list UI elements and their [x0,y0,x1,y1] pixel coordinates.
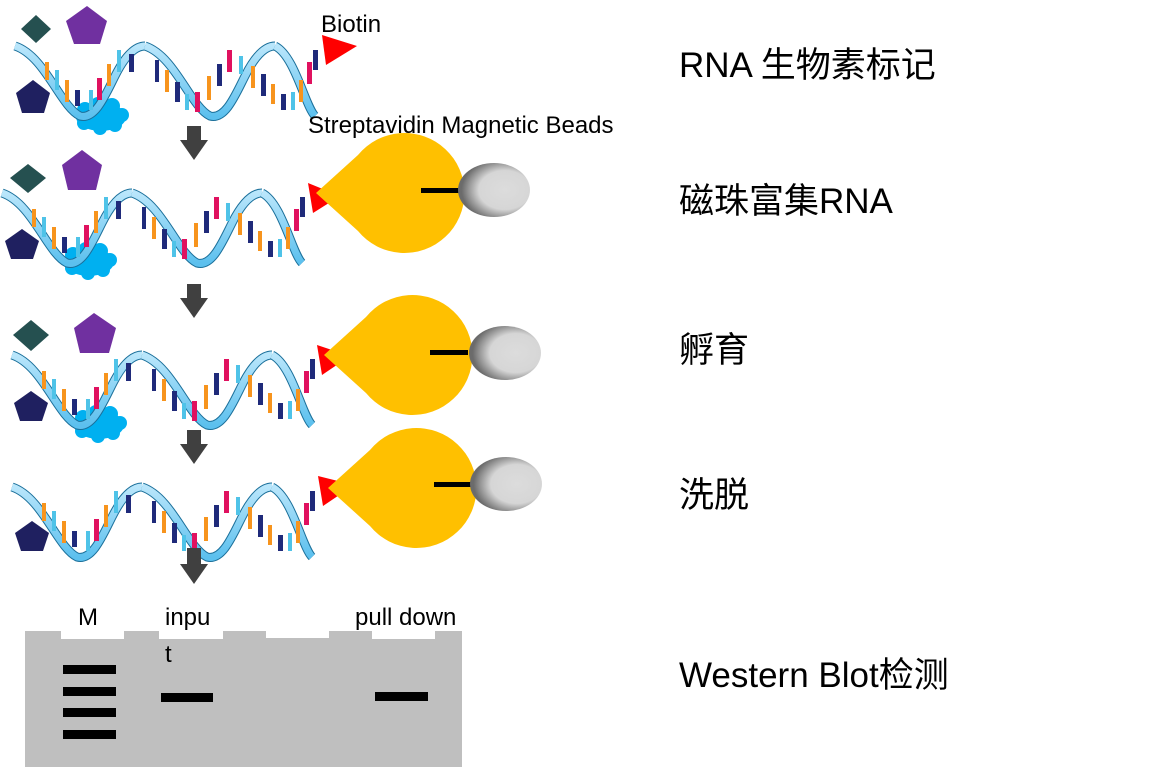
gel-body [25,631,462,767]
gel-band [63,665,116,674]
step2-graphic [2,133,530,280]
gel-band [63,708,116,717]
gel-band-pulldown [375,692,428,701]
down-arrow [180,126,208,160]
step1-graphic [15,6,357,135]
streptavidin-beads-label: Streptavidin Magnetic Beads [308,112,614,139]
gel-band-input [161,693,213,702]
biotin-triangle [322,35,357,65]
down-arrow [180,284,208,318]
pentagon-molecule-navy [14,391,48,421]
step-label-western-blot: Western Blot检测 [679,656,949,695]
gel-lane-label-input: inpu [165,604,211,631]
pentagon-molecule-purple [74,313,116,353]
gel-band [63,730,116,739]
pentagon-molecule-navy [5,229,39,259]
bead-linker [421,188,459,193]
magnetic-bead [470,457,542,511]
gel-lane-label-marker: M [78,604,98,631]
pentagon-molecule-navy [16,80,50,113]
magnetic-bead [469,326,541,380]
lane-marker-bands [63,665,116,739]
step-label-incubation: 孵育 [679,331,750,370]
down-arrow [180,548,208,584]
step-label-biotin-labeling: RNA 生物素标记 [679,46,936,85]
biotin-label: Biotin [321,11,382,38]
pentagon-molecule-purple [66,6,107,44]
rna-helix [2,193,305,263]
step3-graphic [12,295,541,443]
western-blot-gel [25,631,462,767]
diamond-molecule [13,320,49,351]
streptavidin-pacman [328,428,477,548]
bead-linker [434,482,472,487]
gel-band [63,687,116,696]
step-label-elution: 洗脱 [679,476,750,515]
step-label-bead-enrichment: 磁珠富集RNA [679,182,893,221]
diamond-molecule [21,15,51,43]
gel-lane-label-pulldown: pull down [355,604,457,631]
pentagon-molecule-purple [62,150,102,190]
magnetic-bead [458,163,530,217]
pentagon-molecule-navy [15,521,49,551]
bead-linker [430,350,468,355]
gel-lane-label-input-wrap: t [165,641,172,668]
down-arrow [180,430,208,464]
rna-helix [12,355,315,425]
step4-graphic [12,428,542,557]
rna-helix [12,487,315,557]
diamond-molecule [10,164,46,193]
rna-helix [15,46,318,116]
